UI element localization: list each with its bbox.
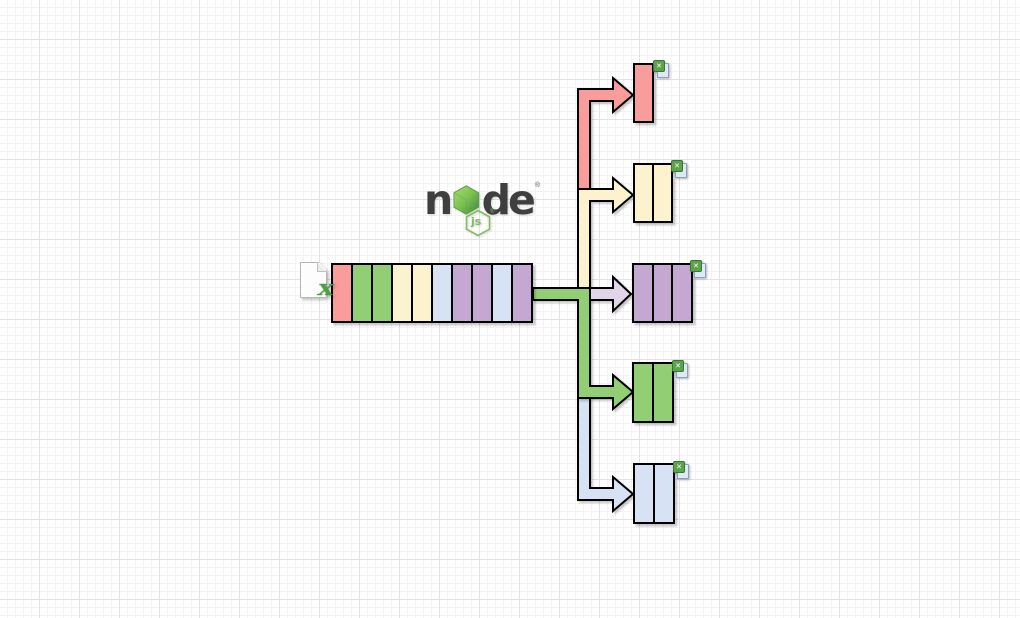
registered-mark-small: ® <box>490 209 495 215</box>
excel-file-icon[interactable]: X <box>300 262 334 298</box>
segment-yellow[interactable] <box>635 165 654 221</box>
logo-letters-de: de <box>481 176 536 224</box>
js-hexagon-outline-icon <box>465 209 491 237</box>
red-output-bar[interactable] <box>633 63 654 123</box>
logo-letter-n: n <box>424 176 453 224</box>
segment-green[interactable] <box>373 265 393 321</box>
segment-blue[interactable] <box>433 265 453 321</box>
excel-x-logo-icon: X <box>318 281 335 299</box>
excel-x-icon: ✕ <box>672 360 684 372</box>
arrow-to-purple[interactable] <box>589 274 633 314</box>
excel-mini-icon[interactable]: ✕ <box>672 360 688 378</box>
arrow-to-red[interactable] <box>577 75 635 193</box>
js-badge-label: js <box>471 215 482 228</box>
segment-yellow[interactable] <box>413 265 433 321</box>
excel-x-icon: ✕ <box>671 160 683 172</box>
node-hexagon-icon <box>453 185 480 215</box>
segment-purple[interactable] <box>634 265 654 321</box>
nodejs-wordmark: n de ® <box>424 176 540 224</box>
segment-green[interactable] <box>634 364 654 421</box>
segment-red[interactable] <box>333 265 353 321</box>
segment-blue[interactable] <box>655 465 673 522</box>
segment-purple[interactable] <box>653 265 674 321</box>
segment-yellow[interactable] <box>393 265 413 321</box>
blue-output-bar[interactable] <box>633 463 675 524</box>
excel-mini-icon[interactable]: ✕ <box>690 260 706 278</box>
yellow-output-bar[interactable] <box>633 163 673 223</box>
registered-mark: ® <box>534 182 540 189</box>
segment-green[interactable] <box>654 364 672 421</box>
segment-purple[interactable] <box>473 265 493 321</box>
excel-mini-icon[interactable]: ✕ <box>671 160 687 178</box>
excel-x-icon: ✕ <box>690 260 702 272</box>
segment-blue[interactable] <box>493 265 513 321</box>
excel-mini-icon[interactable]: ✕ <box>673 461 689 479</box>
segment-purple[interactable] <box>673 265 692 321</box>
segment-purple[interactable] <box>513 265 531 321</box>
arrow-to-yellow[interactable] <box>577 175 635 291</box>
arrow-to-green[interactable] <box>532 287 635 412</box>
segment-purple[interactable] <box>453 265 473 321</box>
segment-blue[interactable] <box>635 465 655 522</box>
segment-red[interactable] <box>635 65 652 121</box>
source-excel-bar[interactable] <box>331 263 533 323</box>
arrow-to-blue[interactable] <box>577 389 635 514</box>
js-hexagon-badge: js ® <box>465 209 501 237</box>
purple-output-bar[interactable] <box>632 263 693 323</box>
excel-x-icon: ✕ <box>653 60 665 72</box>
segment-yellow[interactable] <box>654 165 671 221</box>
page-fold-icon <box>317 262 327 272</box>
nodejs-logo[interactable]: n de ® js ® <box>424 176 540 237</box>
green-output-bar[interactable] <box>632 362 674 423</box>
excel-x-icon: ✕ <box>673 461 685 473</box>
segment-green[interactable] <box>353 265 373 321</box>
excel-mini-icon[interactable]: ✕ <box>653 60 669 78</box>
